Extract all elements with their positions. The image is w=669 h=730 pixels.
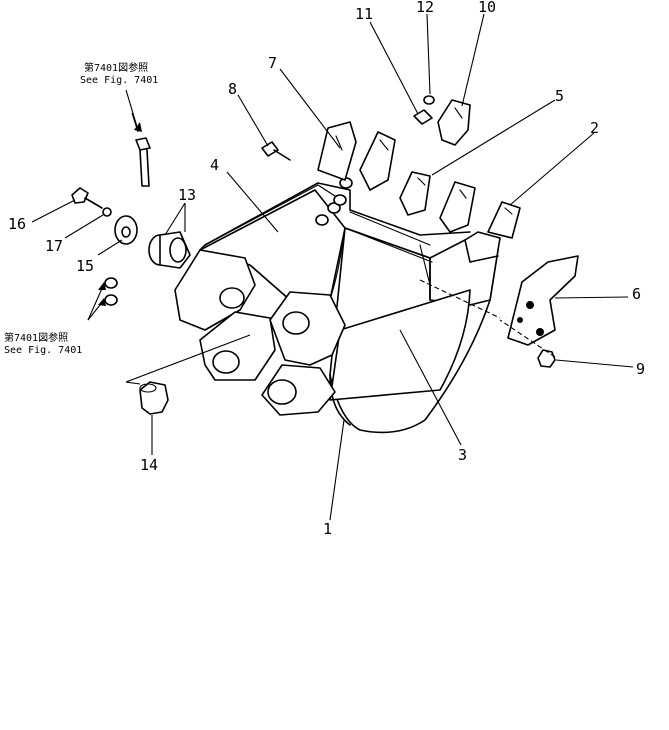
bolt-8-shank xyxy=(273,149,291,161)
assembly-line xyxy=(419,279,501,319)
pin-14-top xyxy=(139,383,157,393)
top-edge-inner xyxy=(204,184,339,246)
arrow-head xyxy=(134,122,142,132)
callout-1: 1 xyxy=(323,520,332,538)
bolt-16-head xyxy=(71,187,89,204)
callout-14: 14 xyxy=(140,456,158,474)
tooth-4 xyxy=(487,201,521,239)
nut-9 xyxy=(537,349,556,368)
lower-bore-front xyxy=(267,379,297,405)
tooth-1 xyxy=(359,131,396,191)
tooth-details xyxy=(379,107,513,215)
callout-12: 12 xyxy=(416,0,434,16)
callout-16: 16 xyxy=(8,215,26,233)
callout-15: 15 xyxy=(76,257,94,275)
inner-floor-2 xyxy=(419,244,431,286)
bolt-upper-shank xyxy=(139,149,150,187)
pin-14 xyxy=(139,381,169,415)
washer-15-hole xyxy=(121,226,131,238)
callout-10: 10 xyxy=(478,0,496,16)
hinge-boss-left xyxy=(174,249,256,331)
callout-6: 6 xyxy=(632,285,641,303)
callout-17: 17 xyxy=(45,237,63,255)
callout-numbers: 1 2 3 4 5 6 7 8 9 10 11 12 13 14 15 16 1… xyxy=(8,0,645,538)
side-cutter-detail xyxy=(335,135,343,151)
tooth-2 xyxy=(399,171,431,216)
bolt-8-head xyxy=(261,141,279,157)
pin-11 xyxy=(413,109,433,125)
ref-lower-jp: 第7401図参照 xyxy=(4,331,68,344)
callout-4: 4 xyxy=(210,156,219,174)
tooth-exploded xyxy=(437,99,471,146)
cutter-hole xyxy=(536,328,544,336)
arrow-head xyxy=(98,282,106,290)
callout-7: 7 xyxy=(268,54,277,72)
callout-2: 2 xyxy=(590,119,599,137)
bolt-16-shank xyxy=(84,197,103,209)
teeth xyxy=(359,99,521,239)
nut-ref xyxy=(104,294,118,306)
callout-5: 5 xyxy=(555,87,564,105)
bolt-upper-head xyxy=(135,137,151,151)
bushing-13 xyxy=(148,231,191,269)
bolt-head xyxy=(327,202,341,214)
cutter-hole xyxy=(526,301,534,309)
front-bottom-edge xyxy=(329,374,351,426)
arrow-head xyxy=(98,298,106,306)
hinge-bore-left xyxy=(219,287,245,309)
ref-upper-jp: 第7401図参照 xyxy=(84,61,148,74)
callout-9: 9 xyxy=(636,360,645,378)
callout-13: 13 xyxy=(178,186,196,204)
bolt-head xyxy=(315,214,329,226)
side-cutter-left xyxy=(317,121,357,181)
lip-line-2 xyxy=(349,211,431,246)
callout-3: 3 xyxy=(458,446,467,464)
ref-lower-en: See Fig. 7401 xyxy=(4,345,82,356)
side-cutter-right xyxy=(507,255,579,346)
washer-17 xyxy=(102,207,112,217)
callout-8: 8 xyxy=(228,80,237,98)
hinge-bore-front xyxy=(282,311,310,335)
bushing-end xyxy=(169,237,187,263)
tooth-3 xyxy=(439,181,476,233)
inner-floor xyxy=(344,227,433,263)
side-plate-right-edge xyxy=(464,239,499,263)
assembly-line xyxy=(499,319,556,358)
cutter-hole xyxy=(517,317,523,323)
bolt-head xyxy=(333,194,347,206)
bucket-body xyxy=(174,177,501,434)
front-panel xyxy=(329,289,471,401)
nut-ref xyxy=(104,277,118,289)
lock-12 xyxy=(423,95,435,105)
ref-upper-en: See Fig. 7401 xyxy=(80,75,158,86)
callout-11: 11 xyxy=(355,5,373,23)
lower-bore-left xyxy=(212,350,240,374)
